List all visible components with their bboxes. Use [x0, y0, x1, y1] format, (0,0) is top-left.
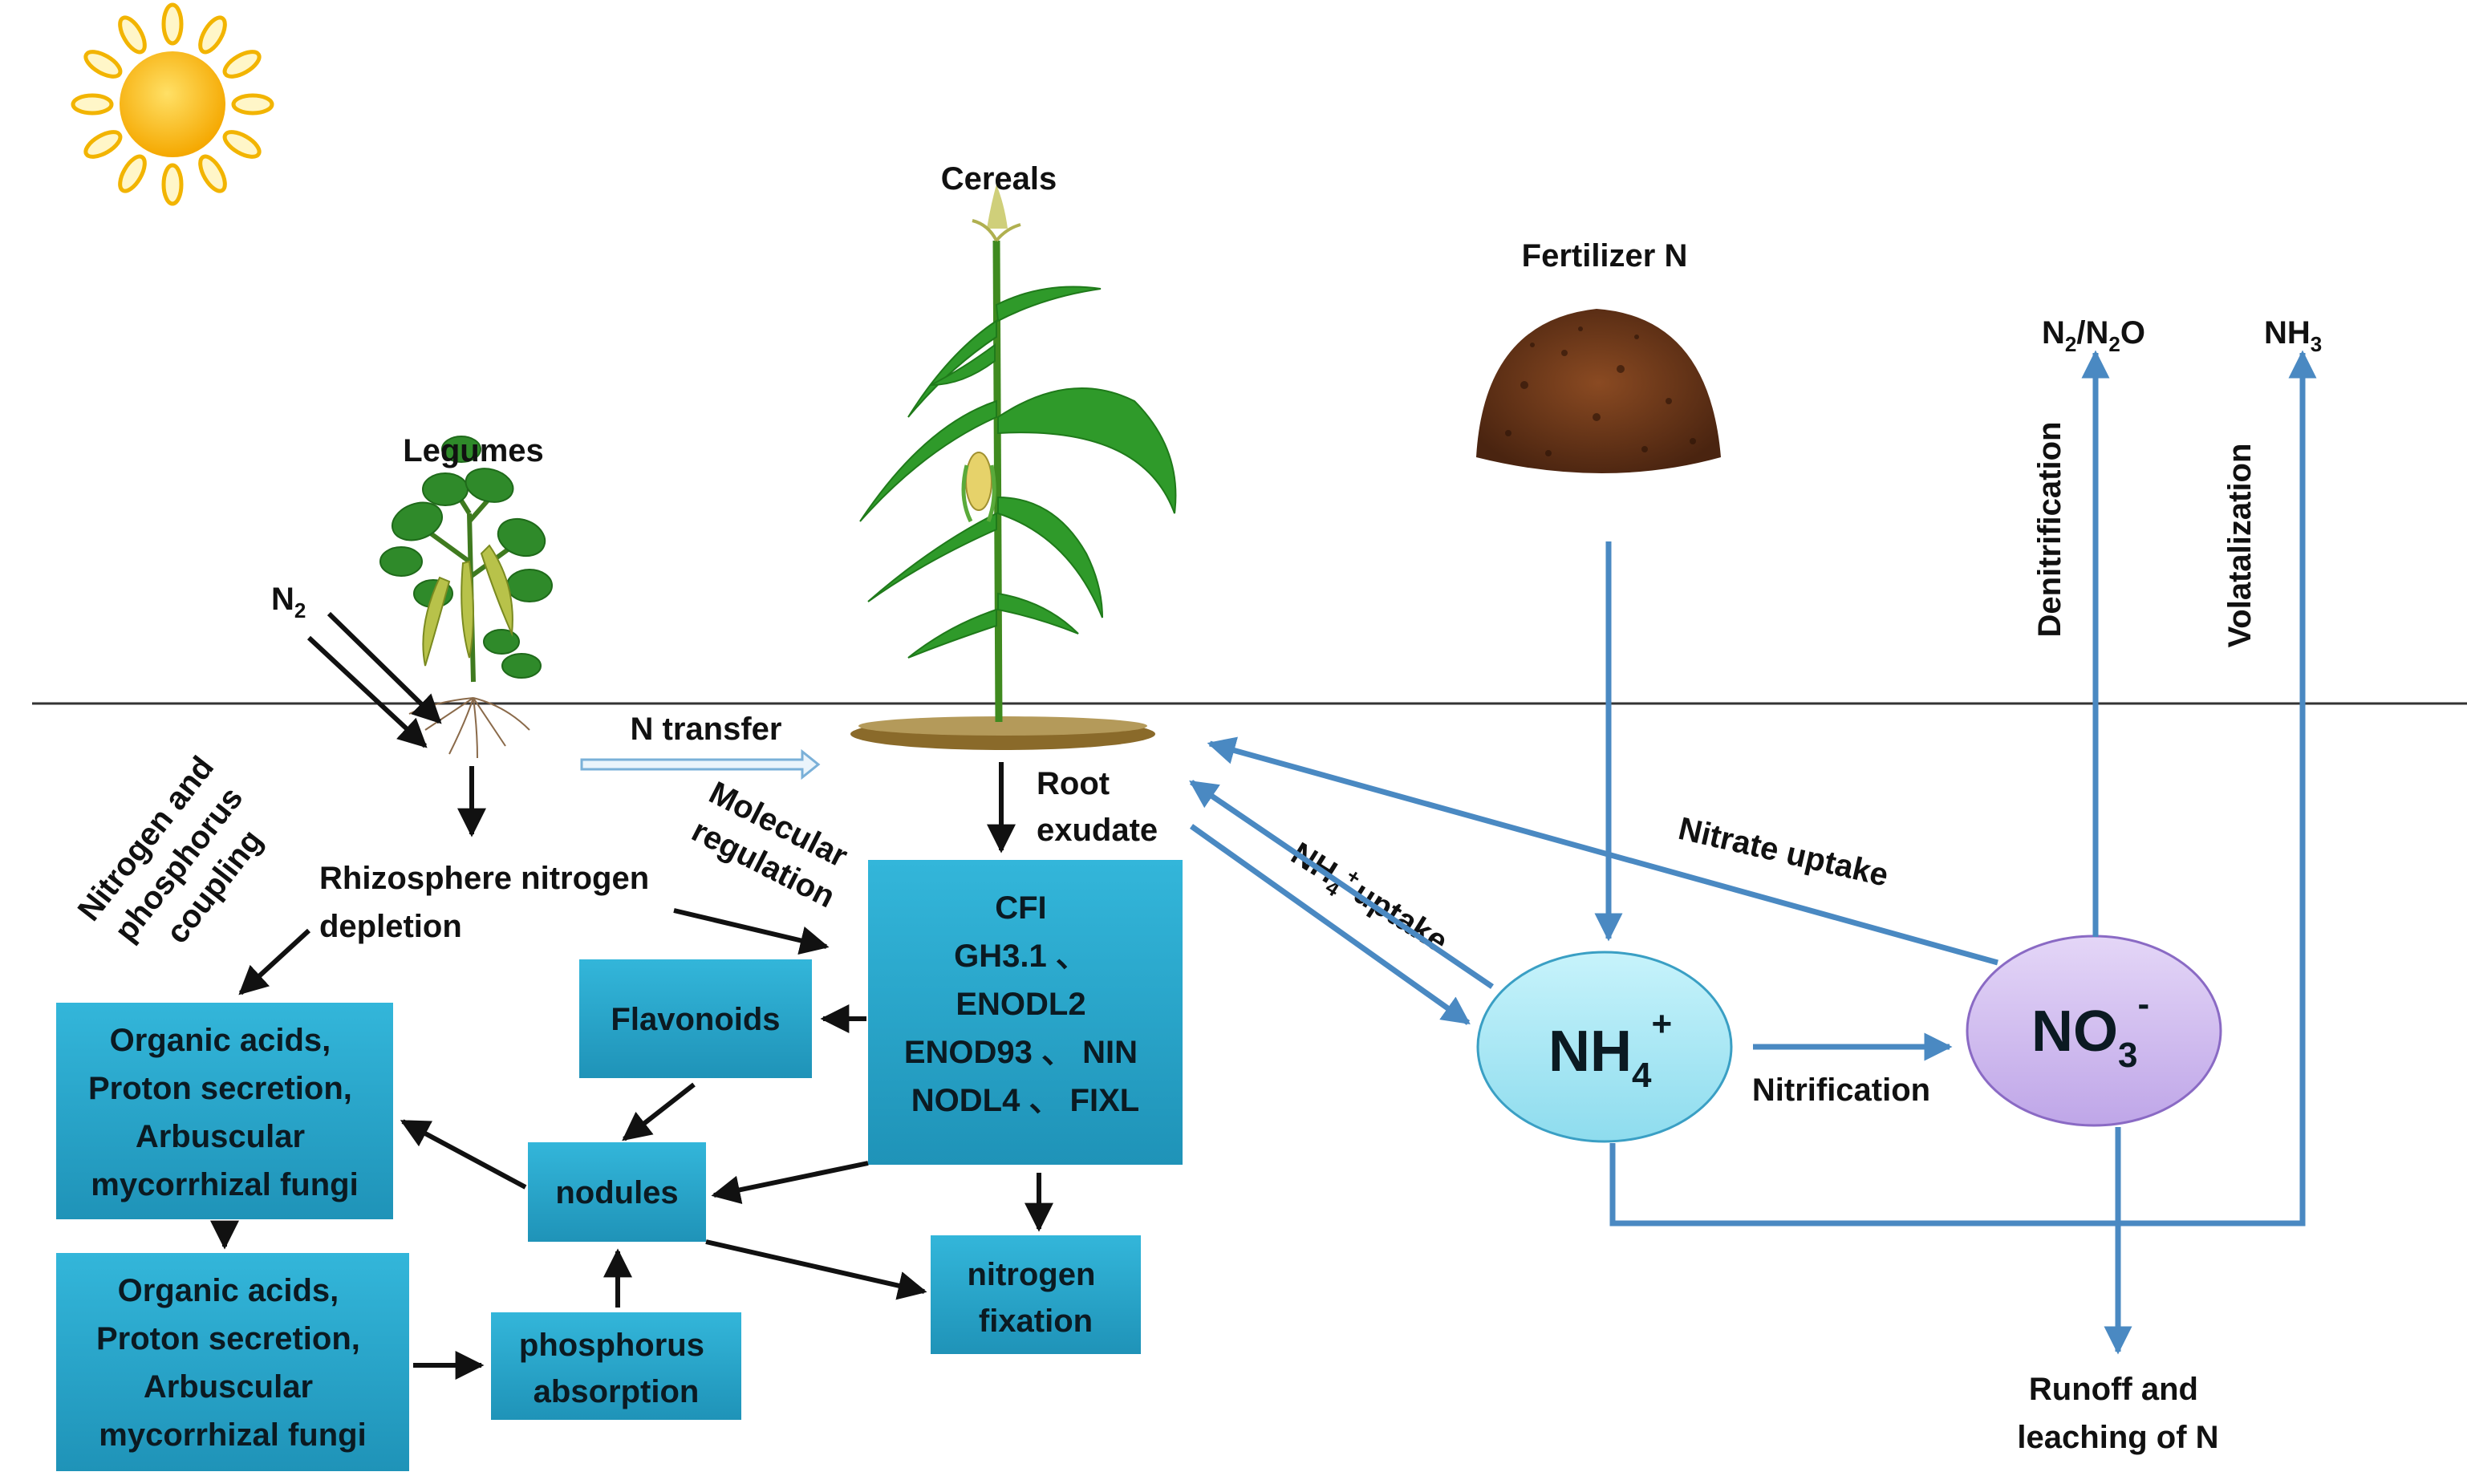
- nitrate-uptake-arrow: [1207, 736, 1998, 966]
- nh4-node: NH4+: [1476, 951, 1733, 1143]
- cereals-label: Cereals: [941, 161, 1057, 197]
- cereal-plant-icon: [850, 184, 1177, 750]
- sun-icon: [71, 2, 274, 206]
- n-transfer-label: N transfer: [631, 712, 782, 747]
- nitrogen-fixation-box: nitrogen fixation: [931, 1235, 1141, 1354]
- svg-text:Organic acids, Proton se: Organic acids, Proton secretion, Arbuscu…: [88, 1023, 361, 1202]
- rhizosphere-depletion-label: Rhizosphere nitrogen depletion: [319, 861, 658, 944]
- svg-text:phosphorus absorption: phosphorus absorption: [519, 1328, 713, 1409]
- n2-arrow-1: [327, 611, 442, 724]
- svg-text:NH4+: NH4+: [1548, 1004, 1672, 1095]
- organic-acids-box-1: Organic acids, Proton secretion, Arbuscu…: [56, 1003, 393, 1219]
- nodules-to-organic-arrow: [400, 1119, 527, 1190]
- nh3-label: NH3: [2264, 315, 2322, 356]
- n-transfer-arrow: [580, 748, 821, 781]
- genes-to-nodules-arrow: [711, 1161, 869, 1205]
- molecular-regulation-arrow: [673, 908, 830, 955]
- svg-text:CFI GH3.1 、 ENODL2: CFI GH3.1 、 ENODL2 ENOD93 、 NIN NODL4 、 …: [904, 890, 1146, 1118]
- nodules-to-nfix-arrow: [705, 1239, 927, 1300]
- organic-acids-box-2: Organic acids, Proton secretion, Arbuscu…: [56, 1253, 409, 1471]
- runoff-leaching-label: Runoff and leaching of N: [2017, 1372, 2218, 1455]
- svg-text:nitrogen fixation: nitrogen fixation: [967, 1257, 1104, 1339]
- fertilizer-label: Fertilizer N: [1522, 238, 1688, 274]
- svg-text:nodules: nodules: [555, 1175, 678, 1210]
- volatalization-arrow: [1609, 350, 2317, 1227]
- corn-ear-icon: [961, 452, 996, 523]
- n2-n2o-label: N2/N2O: [2042, 315, 2145, 356]
- flavonoids-box: Flavonoids: [579, 959, 812, 1078]
- nh4-to-cereal-arrow: [1189, 780, 1494, 989]
- flavonoids-to-nodules-arrow: [622, 1082, 696, 1141]
- denitrification-label: Denitrification: [2032, 422, 2067, 638]
- root-exudate-label: Root exudate: [1037, 766, 1158, 848]
- legume-plant-icon: [379, 436, 553, 759]
- phosphorus-absorption-box: phosphorus absorption: [491, 1312, 741, 1420]
- n2-arrow-2: [306, 635, 428, 748]
- no3-node: NO3-: [1966, 935, 2222, 1127]
- cereal-to-nh4-arrow: [1189, 824, 1471, 1025]
- legumes-label: Legumes: [403, 433, 544, 468]
- fertilizer-pile-icon: [1476, 309, 1721, 473]
- black-arrows: [210, 611, 1053, 1380]
- np-coupling-label: Nitrogen and phosphorus coupling: [71, 743, 292, 979]
- svg-text:Organic acids, Proton se: Organic acids, Proton secretion, Arbuscu…: [96, 1273, 369, 1453]
- volatalization-label: Volatalization: [2222, 444, 2258, 648]
- svg-text:NO3-: NO3-: [2031, 984, 2149, 1075]
- molecular-regulation-label: Molecular regulation: [684, 775, 861, 915]
- svg-text:Flavonoids: Flavonoids: [611, 1002, 780, 1037]
- blue-arrows: [1189, 350, 2317, 1355]
- nodules-box: nodules: [528, 1142, 706, 1242]
- n2-label: N2: [271, 582, 306, 622]
- np-coupling-arrow: [238, 928, 311, 995]
- genes-box: CFI GH3.1 、 ENODL2 ENOD93 、 NIN NODL4 、 …: [868, 860, 1183, 1165]
- nitrification-label: Nitrification: [1752, 1072, 1930, 1108]
